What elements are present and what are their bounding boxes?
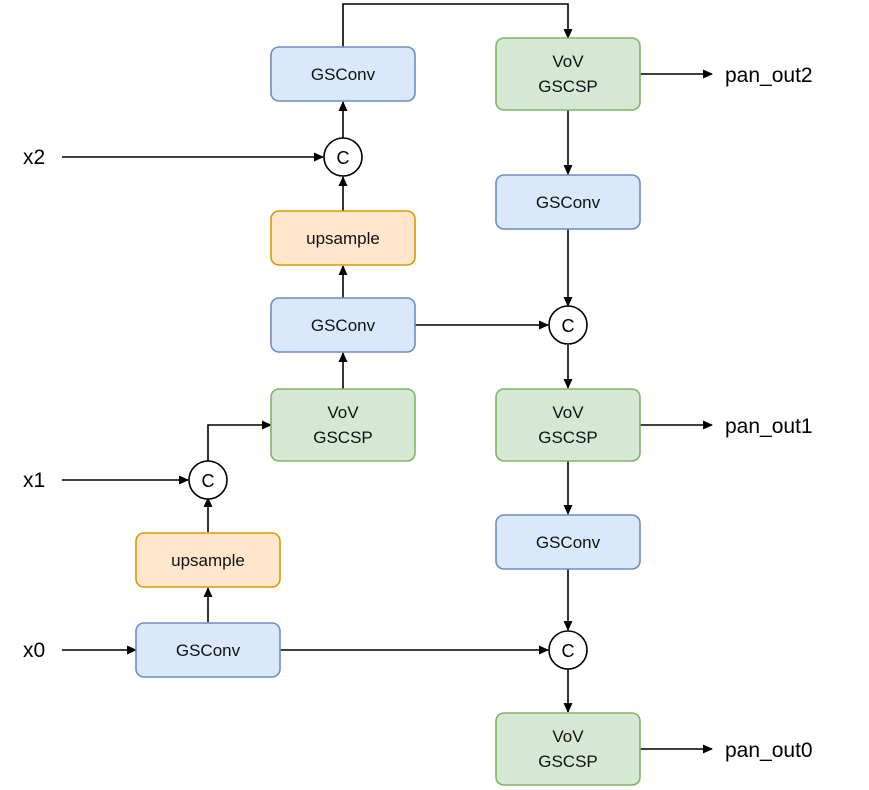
- vov-gscsp-block-middle-right[interactable]: VoV GSCSP: [495, 388, 641, 462]
- output-label-pan-out1: pan_out1: [725, 415, 813, 438]
- edge-concat-left-to-vov-left: [207, 420, 272, 461]
- vov-bottom-right-label-line2: GSCSP: [538, 752, 598, 771]
- upsample-block-top[interactable]: upsample: [270, 210, 416, 266]
- input-label-x0: x0: [23, 639, 45, 662]
- upsample-top-label: upsample: [306, 229, 380, 248]
- vov-gscsp-block-left[interactable]: VoV GSCSP: [270, 388, 416, 462]
- concat-right-bottom-label: C: [562, 641, 575, 661]
- edges: [62, 3, 713, 754]
- gsconv-top-label: GSConv: [311, 65, 376, 84]
- vov-gscsp-block-top-right[interactable]: VoV GSCSP: [495, 37, 641, 111]
- gsconv-block-right-bottom[interactable]: GSConv: [495, 514, 641, 570]
- input-label-x1: x1: [23, 469, 45, 492]
- vov-top-right-label-line1: VoV: [552, 52, 584, 71]
- vov-top-right-label-line2: GSCSP: [538, 77, 598, 96]
- vov-middle-right-label-line2: GSCSP: [538, 428, 598, 447]
- vov-gscsp-block-bottom-right[interactable]: VoV GSCSP: [495, 712, 641, 786]
- concat-node-top[interactable]: C: [323, 137, 363, 177]
- input-label-x2: x2: [23, 146, 45, 169]
- concat-node-right-top[interactable]: C: [548, 305, 588, 345]
- upsample-block-left[interactable]: upsample: [135, 532, 281, 588]
- edge-gsconv-top-to-vov-top: [342, 3, 573, 47]
- gsconv-right-bottom-label: GSConv: [536, 533, 601, 552]
- vov-bottom-right-label-line1: VoV: [552, 727, 584, 746]
- concat-node-right-bottom[interactable]: C: [548, 630, 588, 670]
- vov-middle-right-label-line1: VoV: [552, 403, 584, 422]
- output-label-pan-out0: pan_out0: [725, 739, 813, 762]
- gsconv-bottom-left-label: GSConv: [176, 641, 241, 660]
- vov-left-label-line2: GSCSP: [313, 428, 373, 447]
- concat-top-label: C: [337, 148, 350, 168]
- concat-left-label: C: [202, 471, 215, 491]
- concat-right-top-label: C: [562, 316, 575, 336]
- gsconv-block-middle[interactable]: GSConv: [270, 297, 416, 353]
- vov-left-label-line1: VoV: [327, 403, 359, 422]
- gsconv-block-top[interactable]: GSConv: [270, 46, 416, 102]
- gsconv-right-top-label: GSConv: [536, 193, 601, 212]
- gsconv-middle-label: GSConv: [311, 316, 376, 335]
- gsconv-block-bottom-left[interactable]: GSConv: [135, 622, 281, 678]
- concat-node-left[interactable]: C: [188, 460, 228, 500]
- upsample-left-label: upsample: [171, 551, 245, 570]
- gsconv-block-right-top[interactable]: GSConv: [495, 174, 641, 230]
- output-label-pan-out2: pan_out2: [725, 64, 813, 87]
